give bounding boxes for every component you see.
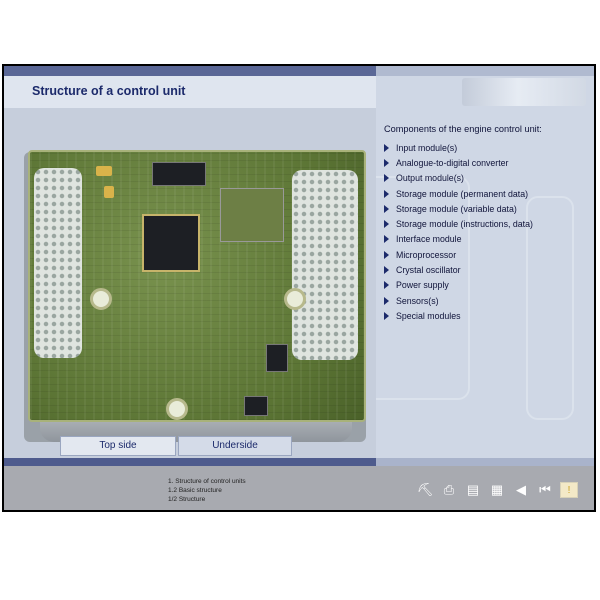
top-stripe: [4, 66, 594, 76]
ghost-pad-outline: [526, 196, 574, 420]
arrow-icon: [384, 204, 389, 213]
microprocessor-chip: [142, 214, 200, 272]
small-ic: [266, 344, 288, 372]
breadcrumb-section: 1.2 Basic structure: [168, 487, 222, 494]
tools-icon[interactable]: ⛏: [416, 482, 434, 497]
arrow-icon: [384, 296, 389, 305]
connector-pad-left: [34, 168, 82, 358]
breadcrumb-page: 1/2 Structure: [168, 496, 206, 503]
list-item: Input module(s): [384, 140, 584, 155]
mount-hole: [166, 398, 188, 420]
pcb-image: [28, 150, 366, 422]
list-item: Crystal oscillator: [384, 262, 584, 277]
breadcrumb: 1. Structure of control units 1.2 Basic …: [168, 477, 246, 504]
arrow-icon: [384, 174, 389, 183]
mount-hole: [90, 288, 112, 310]
app-window: Structure of a control unit Top sid: [2, 64, 596, 512]
list-item: Storage module (variable data): [384, 201, 584, 216]
arrow-icon: [384, 143, 389, 152]
arrow-icon: [384, 220, 389, 229]
arrow-icon: [384, 311, 389, 320]
driver-ic: [244, 396, 268, 416]
arrow-icon: [384, 281, 389, 290]
list-item: Special modules: [384, 308, 584, 323]
pcb-thumbnail: [462, 78, 586, 106]
previous-icon[interactable]: ◀: [516, 482, 526, 497]
list-item: Storage module (permanent data): [384, 186, 584, 201]
bga-footprint: [220, 188, 284, 242]
info-icon[interactable]: !: [560, 482, 578, 498]
tab-top-side[interactable]: Top side: [60, 436, 176, 456]
capacitor: [104, 186, 114, 198]
footer-bar: 1. Structure of control units 1.2 Basic …: [4, 466, 594, 510]
arrow-icon: [384, 250, 389, 259]
tab-underside[interactable]: Underside: [178, 436, 292, 456]
breadcrumb-chapter: 1. Structure of control units: [168, 478, 246, 485]
components-pane: [316, 76, 594, 458]
book-icon[interactable]: ▤: [466, 482, 480, 497]
arrow-icon: [384, 158, 389, 167]
list-item: Output module(s): [384, 171, 584, 186]
components-list: Input module(s) Analogue-to-digital conv…: [384, 140, 584, 324]
nav-toolbar: ⛏ ⎙ ▤ ▦ ◀ ⏮ !: [416, 482, 578, 498]
list-item: Power supply: [384, 278, 584, 293]
arrow-icon: [384, 189, 389, 198]
arrow-icon: [384, 235, 389, 244]
components-heading: Components of the engine control unit:: [384, 124, 542, 134]
print-icon[interactable]: ⎙: [443, 482, 455, 497]
glossary-icon[interactable]: ▦: [490, 482, 504, 497]
list-item: Microprocessor: [384, 247, 584, 262]
memory-chip: [152, 162, 206, 186]
bottom-stripe: [4, 458, 594, 466]
arrow-icon: [384, 266, 389, 275]
page-title: Structure of a control unit: [32, 84, 186, 98]
list-item: Interface module: [384, 232, 584, 247]
title-bar: Structure of a control unit: [4, 76, 376, 108]
crystal-oscillator: [96, 166, 112, 176]
components-list-panel: Components of the engine control unit: I…: [384, 124, 584, 324]
mount-hole: [284, 288, 306, 310]
first-page-icon[interactable]: ⏮: [539, 482, 551, 497]
connector-pad-right: [292, 170, 358, 360]
list-item: Storage module (instructions, data): [384, 216, 584, 231]
screen: Structure of a control unit Top sid: [4, 66, 594, 510]
list-item: Sensors(s): [384, 293, 584, 308]
list-item: Analogue-to-digital converter: [384, 155, 584, 170]
